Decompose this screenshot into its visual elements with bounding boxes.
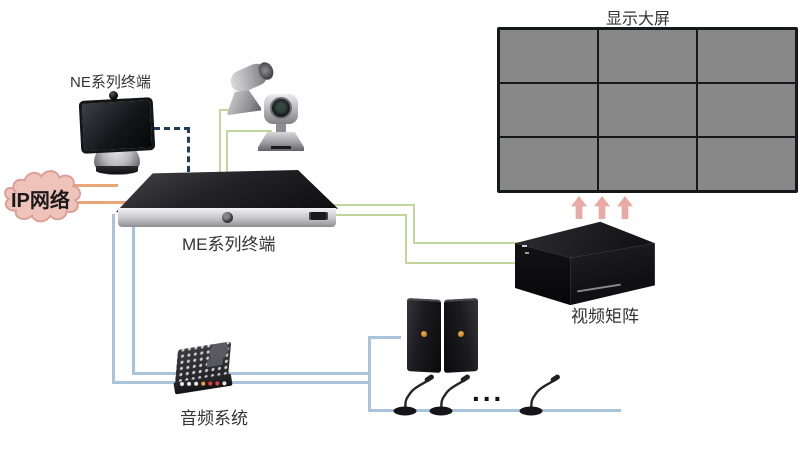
cloud-shape xyxy=(4,170,81,223)
camera-2-slot xyxy=(271,146,291,149)
video-line-out1-v xyxy=(413,204,415,244)
audio-line-2-h xyxy=(132,372,371,375)
brand-logo-icon xyxy=(222,212,233,223)
video-tile-5 xyxy=(599,84,696,136)
video-tile-2 xyxy=(599,30,696,82)
display-wall-label: 显示大屏 xyxy=(606,11,671,28)
audio-line-mics xyxy=(368,409,621,412)
audio-line-2-v xyxy=(132,227,135,374)
audio-mixer-device xyxy=(173,341,236,395)
me-terminal-top xyxy=(116,170,338,212)
network-line-1 xyxy=(74,184,118,187)
ip-network-cloud xyxy=(2,163,90,233)
video-matrix-indicator-2 xyxy=(525,252,529,254)
microphone-2 xyxy=(428,370,474,418)
video-tile-3 xyxy=(698,30,795,82)
audio-line-1-v xyxy=(112,214,115,384)
camera-2-neck xyxy=(276,124,286,133)
video-line-out2-h2 xyxy=(405,262,521,264)
speaker-right xyxy=(444,298,478,373)
audio-system-label: 音频系统 xyxy=(180,409,248,428)
gooseneck-mic-icon xyxy=(519,374,560,416)
video-tile-8 xyxy=(599,138,696,190)
video-tile-4 xyxy=(500,84,597,136)
video-line-out2-v xyxy=(405,214,407,264)
video-tile-7 xyxy=(500,138,597,190)
microphone-3 xyxy=(518,370,564,418)
me-terminal-device xyxy=(116,170,338,228)
control-line-h xyxy=(154,127,190,130)
display-wall xyxy=(497,27,798,193)
signal-arrow-2 xyxy=(594,196,610,219)
ne-terminal-label: NE系列终端 xyxy=(70,74,151,91)
audio-line-1-h xyxy=(112,381,371,384)
speaker-left xyxy=(407,298,441,373)
video-line-out1-h1 xyxy=(328,204,415,206)
video-matrix-device xyxy=(515,220,657,306)
me-terminal-port-panel xyxy=(309,212,328,220)
video-matrix-label: 视频矩阵 xyxy=(571,307,639,326)
video-tile-1 xyxy=(500,30,597,82)
video-line-camera1-v xyxy=(219,109,221,179)
gooseneck-mic-icon xyxy=(393,374,434,416)
me-terminal-label: ME系列终端 xyxy=(182,235,276,254)
video-matrix-indicator xyxy=(522,245,527,247)
video-line-camera2-h xyxy=(226,130,272,132)
video-line-out1-h2 xyxy=(413,242,521,244)
gooseneck-mic-icon xyxy=(429,374,470,416)
microphone-1 xyxy=(392,370,438,418)
ne-terminal-base-band xyxy=(96,166,138,174)
control-line-v xyxy=(187,127,190,172)
video-line-out2-h1 xyxy=(326,214,407,216)
camera-2-base xyxy=(258,132,304,151)
signal-arrow-1 xyxy=(571,196,587,219)
more-mics-ellipsis: ... xyxy=(472,376,505,407)
video-tile-6 xyxy=(698,84,795,136)
signal-arrow-3 xyxy=(617,196,633,219)
network-line-2 xyxy=(78,201,142,204)
audio-fork-v xyxy=(368,336,371,412)
ip-network-label: IP网络 xyxy=(11,190,70,212)
ptz-camera-2 xyxy=(255,92,307,155)
video-tile-9 xyxy=(698,138,795,190)
video-line-camera2-v xyxy=(226,130,228,179)
audio-line-speakers xyxy=(368,336,401,339)
ne-terminal-screen xyxy=(78,97,156,154)
ne-terminal-camera-icon xyxy=(109,91,118,100)
camera-2-lens xyxy=(270,97,292,119)
